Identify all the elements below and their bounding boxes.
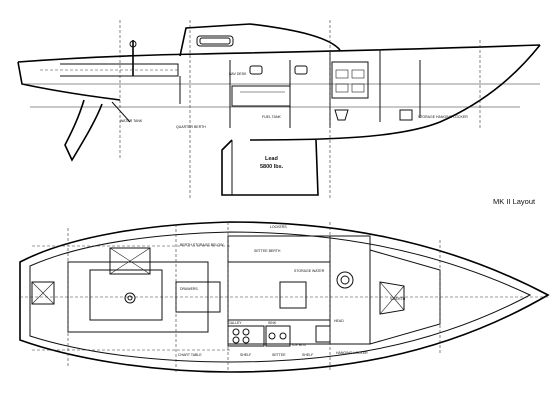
hull-outline-plan [19,221,550,373]
drawing-caption: MK II Layout [493,197,536,206]
lockers-label: LOCKERS [270,225,287,229]
cabin-trunk [179,23,341,57]
drawer-3 [335,83,349,93]
winch [129,40,137,48]
portlight [196,35,234,47]
drawer-1 [335,69,349,79]
cockpit [67,261,209,333]
fuel-tank-label: FUEL TANK [262,115,281,119]
sink-bowl-1 [268,332,276,340]
mast-base [340,275,350,285]
settee-block [231,85,291,107]
bow-stem [249,44,541,141]
profile-station-lines [119,20,481,200]
drawer-2 [351,69,365,79]
mast-step [336,271,354,289]
galley-cabinet [331,61,369,99]
ballast-line1: Lead [265,156,278,162]
prop-shaft [111,101,131,123]
transom [17,61,121,101]
head-label: HEAD [334,319,344,323]
stern-hatch [31,281,55,305]
bulkheads [179,50,421,128]
galley-label: GALLEY [228,321,242,325]
shelf2-label: SHELF [302,353,313,357]
ballast-line2: 5800 lbs. [260,164,284,170]
pedestal-hub [127,295,133,301]
rudder [64,99,103,162]
nav-desk-label: NAV DESK [229,72,247,76]
berth-storage-label: BERTH STORAGE BELOW [180,243,224,247]
portlight-inner [199,37,231,45]
burner-2 [242,328,250,336]
vberth-label: V-BERTH [390,297,406,301]
stove [227,325,265,347]
forward-hatch-cross [379,281,405,315]
shelf-label: SHELF [240,353,251,357]
head-bowl-plan [315,325,331,343]
v-berth [369,249,441,345]
keel [221,139,319,196]
sink-bowl-2 [279,332,287,340]
cockpit-seat [89,269,163,321]
settee-label: SETTEE [272,353,286,357]
storage-water-label: STORAGE WATER [294,269,325,273]
settee-berth-label: SETTEE BERTH [254,249,281,253]
water-tank-label: WATER TANK [120,119,143,123]
chart-table-label: CHART TABLE [178,353,202,357]
lazarette [109,247,151,275]
burner-4 [242,336,250,344]
profile-view: Lead 5800 lbs. NAV DESK QUARTER BERTH FU… [17,20,541,200]
hanging-label: HANGING LOCKER [336,351,368,355]
sink [265,325,291,347]
forward-locker [399,109,413,121]
sink-label: SINK [268,321,277,325]
table [279,281,307,309]
sheer-line [17,44,541,63]
quarter-berth-label: QUARTER BERTH [176,125,206,129]
plan-station-lines [30,222,441,372]
drawer-4 [351,83,365,93]
burner-3 [232,336,240,344]
ports-mid [249,65,263,75]
lazarette-cross [109,247,151,275]
steering-pedestal [124,292,136,304]
head-bowl [334,109,349,121]
drawers-label: DRAWERS [180,287,198,291]
icebox-label: ICE BOX [292,343,307,347]
ports-aft [294,65,308,75]
storage-label: STORAGE HANGING LOCKER [418,115,468,119]
stern-hatch-cross [31,281,55,305]
head-compartment [329,235,371,345]
burner-1 [232,328,240,336]
plan-view: BERTH STORAGE BELOW LOCKERS SETTEE BERTH… [19,221,550,373]
